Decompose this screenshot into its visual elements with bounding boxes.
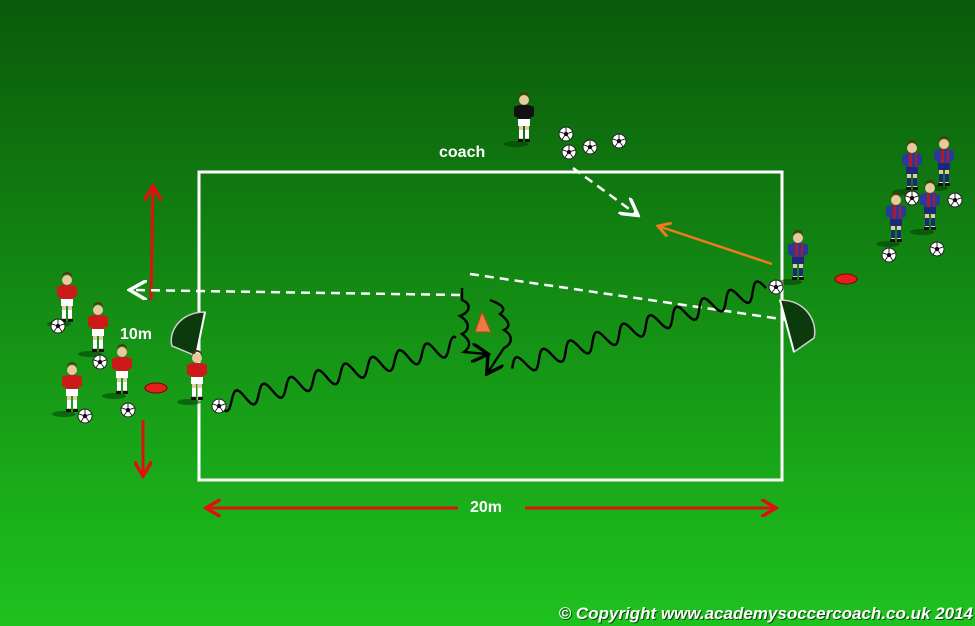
length-label: 20m [470,499,502,517]
soccer-ball-icon [948,193,962,207]
width-label: 10m [120,326,152,344]
soccer-ball-icon [559,127,573,141]
soccer-ball-icon [212,399,226,413]
soccer-ball-icon [562,145,576,159]
soccer-ball-icon [93,355,107,369]
soccer-ball-icon [78,409,92,423]
soccer-ball-icon [905,191,919,205]
marker-disc-icon [145,383,167,393]
copyright-text: © Copyright www.academysoccercoach.co.uk… [559,604,973,624]
marker-disc-icon [835,274,857,284]
soccer-ball-icon [612,134,626,148]
soccer-ball-icon [882,248,896,262]
soccer-ball-icon [121,403,135,417]
soccer-ball-icon [51,319,65,333]
coach-label: coach [439,144,485,162]
soccer-ball-icon [769,280,783,294]
soccer-ball-icon [583,140,597,154]
soccer-ball-icon [930,242,944,256]
